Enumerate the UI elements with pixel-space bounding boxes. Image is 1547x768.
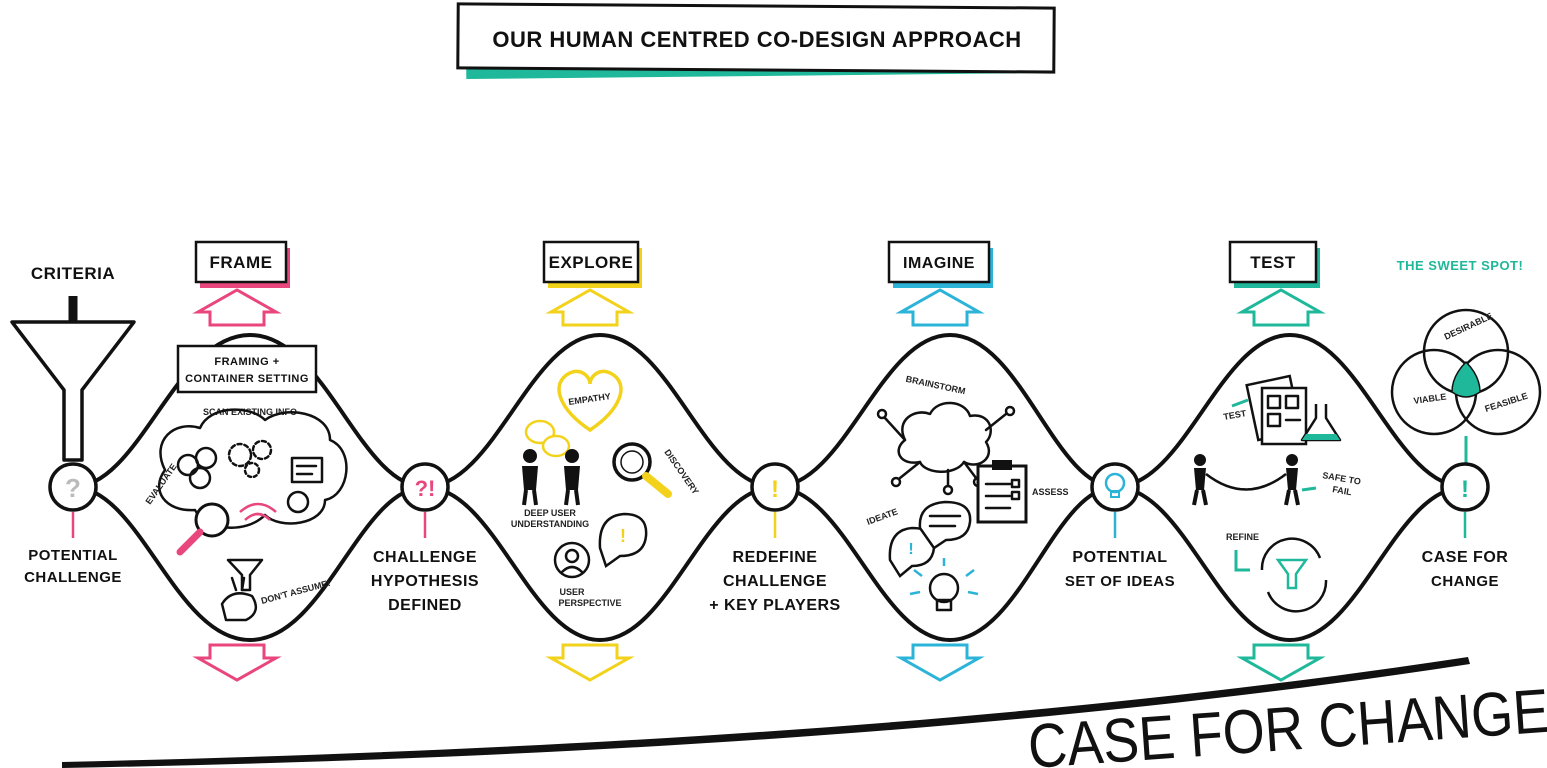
fail-arrow-icon xyxy=(1301,486,1317,492)
stage-name-test: TEST xyxy=(1250,253,1296,272)
stage-label-imagine: IMAGINE xyxy=(887,240,993,288)
case-for-change: CASE FOR CHANGE xyxy=(62,657,1547,768)
bulb-icon xyxy=(1104,472,1126,498)
people-icon xyxy=(176,446,218,490)
explore-arrows xyxy=(545,288,635,682)
safe-to-label: SAFE TO xyxy=(1322,470,1362,487)
milestone-label-4: POTENTIAL SET OF IDEAS xyxy=(1065,549,1175,590)
speech-bubbles-icon xyxy=(524,419,571,458)
clipboard-checklist-icon xyxy=(976,460,1028,524)
stage-name-frame: FRAME xyxy=(210,253,273,272)
ideate-bubbles-icon: ! xyxy=(888,500,972,578)
test-label: TEST xyxy=(1223,408,1248,422)
idea-connections-icon xyxy=(876,405,1016,496)
test-content: TEST SAFE TO FAIL REFINE xyxy=(1192,374,1362,613)
flask-icon xyxy=(1300,404,1342,442)
milestone-symbol-1: ? xyxy=(65,473,81,503)
milestone-4-line2: SET OF IDEAS xyxy=(1065,573,1175,590)
milestone-node-2: ?! xyxy=(400,462,450,538)
refine-label: REFINE xyxy=(1226,532,1259,542)
test-arrows xyxy=(1236,288,1326,682)
donkey-icon xyxy=(220,576,258,622)
safety-net-icon xyxy=(1192,454,1300,506)
refine-arrow-icon xyxy=(1234,550,1250,572)
milestone-label-3: REDEFINE CHALLENGE + KEY PLAYERS xyxy=(709,549,840,614)
two-people-icon xyxy=(522,449,580,506)
feasible-label: FEASIBLE xyxy=(1484,391,1529,414)
explore-content: EMPATHY DEEP USER UNDERSTANDING DISCOVER… xyxy=(511,369,701,608)
evaluate-label: EVALUATE xyxy=(143,462,178,506)
stage-name-imagine: IMAGINE xyxy=(903,255,975,272)
page-title: OUR HUMAN CENTRED CO-DESIGN APPROACH xyxy=(492,27,1021,52)
milestone-2-line3: DEFINED xyxy=(388,597,462,614)
milestone-5-line1: CASE FOR xyxy=(1422,549,1509,566)
fail-label: FAIL xyxy=(1332,484,1353,497)
stage-label-test: TEST xyxy=(1228,240,1320,288)
gears-icon xyxy=(227,439,273,479)
user-label: USER xyxy=(559,587,585,597)
prototype-documents-icon xyxy=(1245,374,1308,446)
ideate-label: IDEATE xyxy=(865,506,899,526)
test-arrow-icon xyxy=(1231,398,1249,408)
stage-label-frame: FRAME xyxy=(194,240,290,288)
exclamation-bubble-icon: ! xyxy=(598,512,648,569)
milestone-3-line1: REDEFINE xyxy=(733,549,818,566)
case-for-change-label: CASE FOR CHANGE xyxy=(1026,676,1547,768)
milestone-label-5: CASE FOR CHANGE xyxy=(1422,549,1509,590)
stage-name-explore: EXPLORE xyxy=(549,253,634,272)
user-avatar-icon xyxy=(553,541,591,579)
framing-box-line2: CONTAINER SETTING xyxy=(185,373,309,385)
understanding-label: UNDERSTANDING xyxy=(511,519,589,529)
milestone-node-1: ? xyxy=(48,462,98,538)
title-banner: OUR HUMAN CENTRED CO-DESIGN APPROACH xyxy=(456,2,1056,80)
thought-cloud xyxy=(157,408,348,529)
milestone-node-4 xyxy=(1090,462,1140,538)
milestone-3-line2: CHALLENGE xyxy=(723,573,827,590)
milestone-1-line2: CHALLENGE xyxy=(24,569,122,586)
frame-arrows xyxy=(192,288,282,682)
refine-cycle-icon xyxy=(1260,537,1328,613)
milestone-label-1: POTENTIAL CHALLENGE xyxy=(24,547,122,586)
desirable-label: DESIRABLE xyxy=(1443,311,1494,342)
criteria-funnel: CRITERIA xyxy=(10,264,136,462)
milestone-4-line1: POTENTIAL xyxy=(1072,549,1167,566)
milestone-5-line2: CHANGE xyxy=(1431,573,1499,590)
svg-text:!: ! xyxy=(620,526,626,546)
imagine-content: BRAINSTORM ASSESS IDEATE ! xyxy=(865,374,1069,612)
discovery-magnifier-icon xyxy=(612,442,672,498)
document-icon xyxy=(286,456,324,514)
milestone-2-line1: CHALLENGE xyxy=(373,549,477,566)
brainstorm-cloud-icon xyxy=(897,401,992,473)
wifi-signal-icon xyxy=(239,502,277,521)
milestone-node-5: ! xyxy=(1440,462,1490,538)
sweet-spot: THE SWEET SPOT! DESIRABLE VIABLE FEASIBL… xyxy=(1390,258,1542,468)
mini-funnel-icon xyxy=(226,558,264,592)
milestone-label-2: CHALLENGE HYPOTHESIS DEFINED xyxy=(371,549,479,614)
svg-text:!: ! xyxy=(908,541,913,558)
perspective-label: PERSPECTIVE xyxy=(558,598,621,608)
framing-box-line1: FRAMING + xyxy=(214,356,279,368)
heart-icon xyxy=(557,369,623,433)
milestone-symbol-3: ! xyxy=(771,476,779,503)
milestone-symbol-5: ! xyxy=(1461,476,1469,503)
frame-content: FRAMING + CONTAINER SETTING SCAN EXISTIN… xyxy=(143,344,348,622)
stage-arrows xyxy=(192,288,1326,682)
milestone-symbol-2: ?! xyxy=(415,476,436,501)
brainstorm-label: BRAINSTORM xyxy=(905,374,967,396)
milestone-node-3: ! xyxy=(750,462,800,538)
milestone-3-line3: + KEY PLAYERS xyxy=(709,597,840,614)
milestone-1-line1: POTENTIAL xyxy=(28,547,118,564)
imagine-arrows xyxy=(895,288,985,682)
criteria-label: CRITERIA xyxy=(31,264,115,283)
stage-label-explore: EXPLORE xyxy=(542,240,642,288)
viable-label: VIABLE xyxy=(1413,391,1447,405)
sweet-spot-title: THE SWEET SPOT! xyxy=(1397,258,1524,273)
magnifier-icon xyxy=(176,502,230,556)
milestone-2-line2: HYPOTHESIS xyxy=(371,573,479,590)
assess-label: ASSESS xyxy=(1032,487,1069,497)
lightbulb-icon xyxy=(909,558,979,612)
sweet-spot-overlap xyxy=(1451,360,1481,398)
deep-user-label: DEEP USER xyxy=(524,508,576,518)
